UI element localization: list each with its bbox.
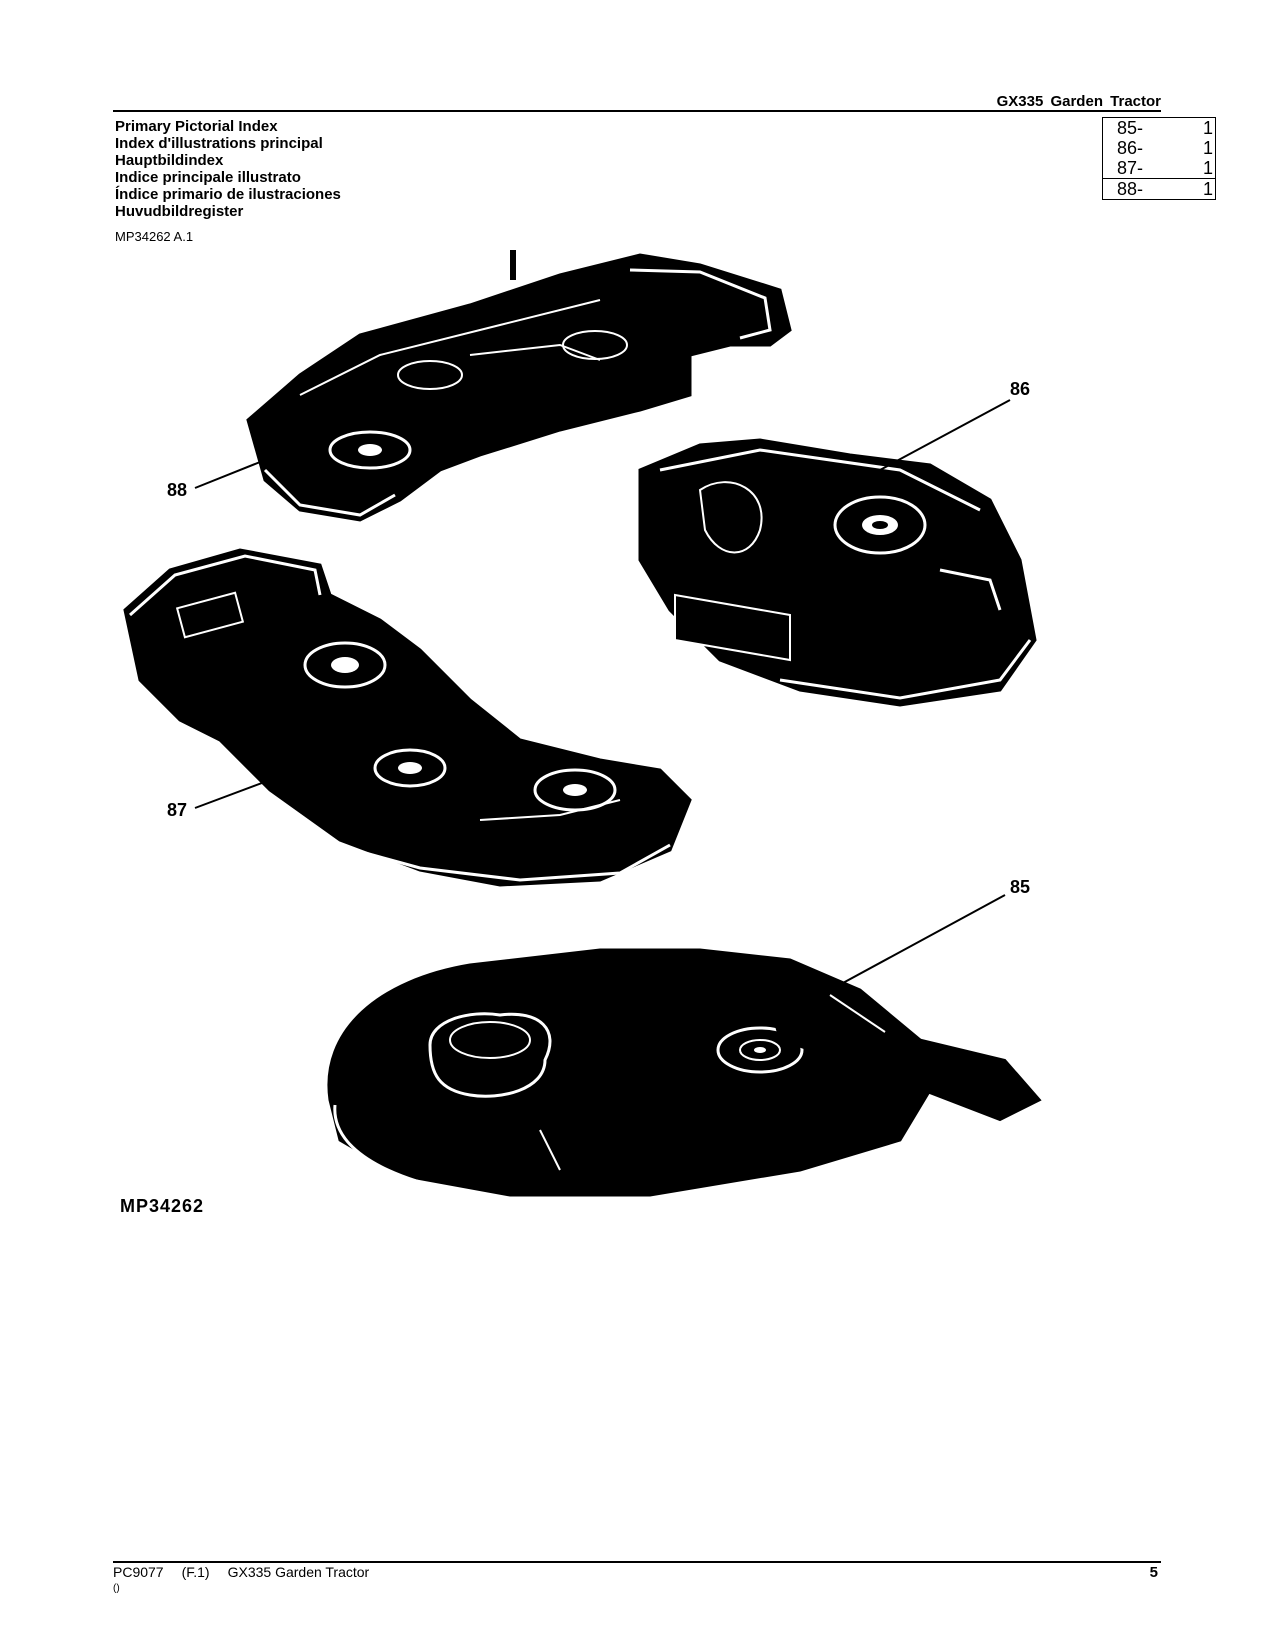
title-italian: Indice principale illustrato: [115, 169, 301, 186]
index-ref: 86-: [1117, 138, 1144, 158]
footer-model: GX335 Garden Tractor: [227, 1564, 370, 1580]
footer-revision: (F.1): [181, 1564, 210, 1580]
footer-sub: (): [113, 1583, 120, 1594]
header-rule: [113, 110, 1161, 112]
title-english: Primary Pictorial Index: [115, 118, 278, 135]
index-ref: 87-: [1117, 158, 1144, 178]
index-ref: 85-: [1117, 118, 1144, 138]
callout-87: 87: [167, 800, 187, 820]
footer-doc-id: PC9077: [113, 1564, 164, 1580]
sub-reference: MP34262 A.1: [115, 229, 194, 244]
leader-line-86: [879, 399, 1011, 471]
title-swedish: Huvudbildregister: [115, 203, 244, 220]
leader-line-88: [194, 449, 291, 489]
index-row[interactable]: 88- 1: [1103, 178, 1215, 199]
deck-88-drawing: [246, 250, 792, 522]
leader-line-85: [829, 894, 1006, 991]
title-german: Hauptbildindex: [115, 152, 224, 169]
index-page: 1: [1202, 138, 1213, 158]
index-page: 1: [1202, 158, 1213, 178]
footer-info: PC9077 (F.1) GX335 Garden Tractor: [113, 1564, 387, 1580]
index-row[interactable]: 85- 1: [1103, 118, 1215, 138]
callout-86: 86: [1010, 379, 1030, 399]
leader-line-87: [194, 779, 271, 809]
index-page: 1: [1202, 118, 1213, 138]
callout-85: 85: [1010, 877, 1030, 897]
index-page: 1: [1202, 179, 1213, 199]
index-titles: Primary Pictorial Index Index d'illustra…: [115, 118, 341, 220]
footer-rule: [113, 1561, 1161, 1563]
index-table: 85- 1 86- 1 87- 1 88- 1: [1102, 117, 1216, 200]
index-row[interactable]: 86- 1: [1103, 138, 1215, 158]
deck-87-drawing: [123, 548, 692, 887]
index-row[interactable]: 87- 1: [1103, 158, 1215, 178]
page-number: 5: [1149, 1564, 1158, 1581]
title-spanish: Índice primario de ilustraciones: [115, 186, 341, 203]
callout-88: 88: [167, 480, 187, 500]
index-ref: 88-: [1117, 179, 1144, 199]
header-title: GX335 Garden Tractor: [996, 93, 1161, 110]
illustration-code: MP34262: [120, 1196, 205, 1216]
deck-86-drawing: [638, 438, 1037, 707]
title-french: Index d'illustrations principal: [115, 135, 323, 152]
deck-85-drawing: [319, 948, 1042, 1202]
